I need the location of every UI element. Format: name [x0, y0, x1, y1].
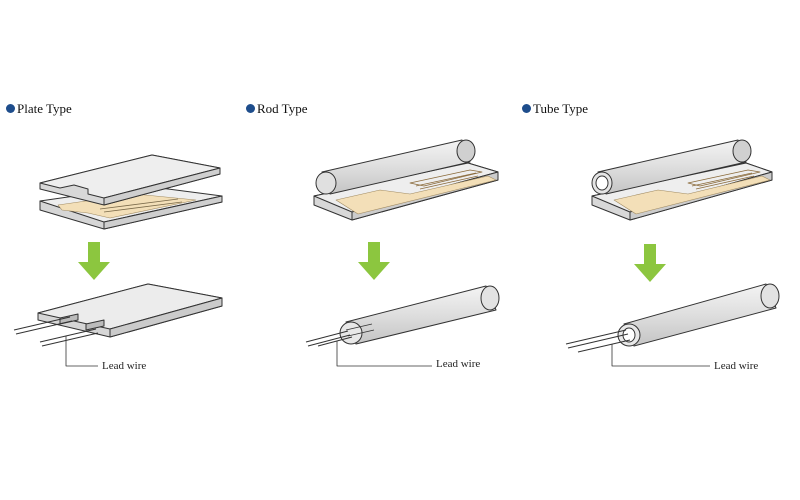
plate-top-layer: [39, 154, 221, 206]
rod-lead-wire-label: Lead wire: [436, 358, 481, 370]
rod-type-title: Rod Type: [257, 101, 308, 116]
tube-lead-wires: [565, 329, 631, 353]
tube-type-heading: Tube Type: [522, 101, 588, 117]
rod-lead-wires: [305, 330, 353, 347]
plate-lead-wire-label: Lead wire: [102, 360, 147, 372]
rod-type-heading: Rod Type: [246, 101, 308, 117]
bullet-dot-icon: [246, 104, 255, 113]
plate-type-title: Plate Type: [17, 101, 72, 116]
down-arrow-icon: [358, 242, 390, 280]
tube-assembled: [565, 283, 780, 367]
bullet-dot-icon: [6, 104, 15, 113]
rod-rolling-assembly: [313, 139, 499, 221]
lead-wire-callout-line: [65, 336, 98, 367]
lead-wire-callout-line: [611, 344, 710, 367]
down-arrow-icon: [634, 244, 666, 282]
tube-rolling-assembly: [591, 139, 773, 221]
plate-lead-wires: [13, 316, 99, 347]
heater-foil: [613, 175, 771, 215]
heater-foil: [335, 175, 497, 215]
rod-assembled: [305, 285, 500, 367]
tube-type-title: Tube Type: [533, 101, 589, 116]
plate-exploded-assembly: [39, 154, 223, 230]
lead-wire-callout-line: [336, 341, 432, 367]
plate-assembled: [13, 283, 223, 367]
down-arrow-icon: [78, 242, 110, 280]
bullet-dot-icon: [522, 104, 531, 113]
tube-lead-wire-label: Lead wire: [714, 360, 759, 372]
plate-type-heading: Plate Type: [6, 101, 72, 117]
